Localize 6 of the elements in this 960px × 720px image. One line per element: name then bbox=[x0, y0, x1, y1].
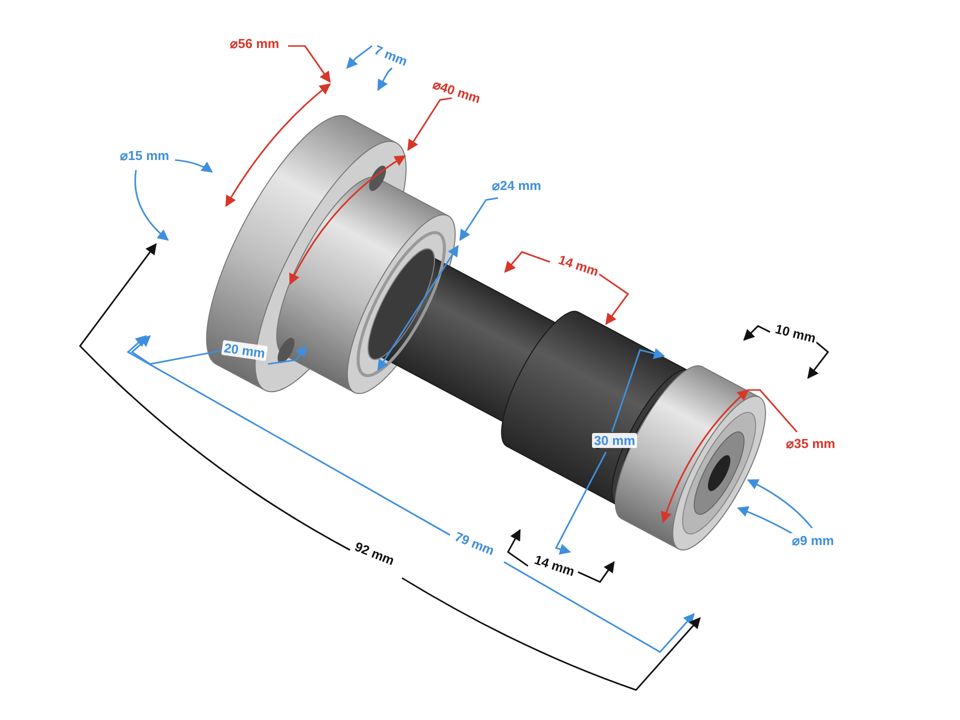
dimension-label: ⌀15 mm bbox=[118, 148, 172, 163]
dimension-label: ⌀24 mm bbox=[490, 178, 544, 193]
dimension-label: ⌀56 mm bbox=[228, 36, 282, 51]
dimension-label: ⌀35 mm bbox=[784, 436, 838, 451]
dimension-label: 30 mm bbox=[592, 433, 638, 448]
dimension-label: ⌀9 mm bbox=[790, 533, 836, 548]
